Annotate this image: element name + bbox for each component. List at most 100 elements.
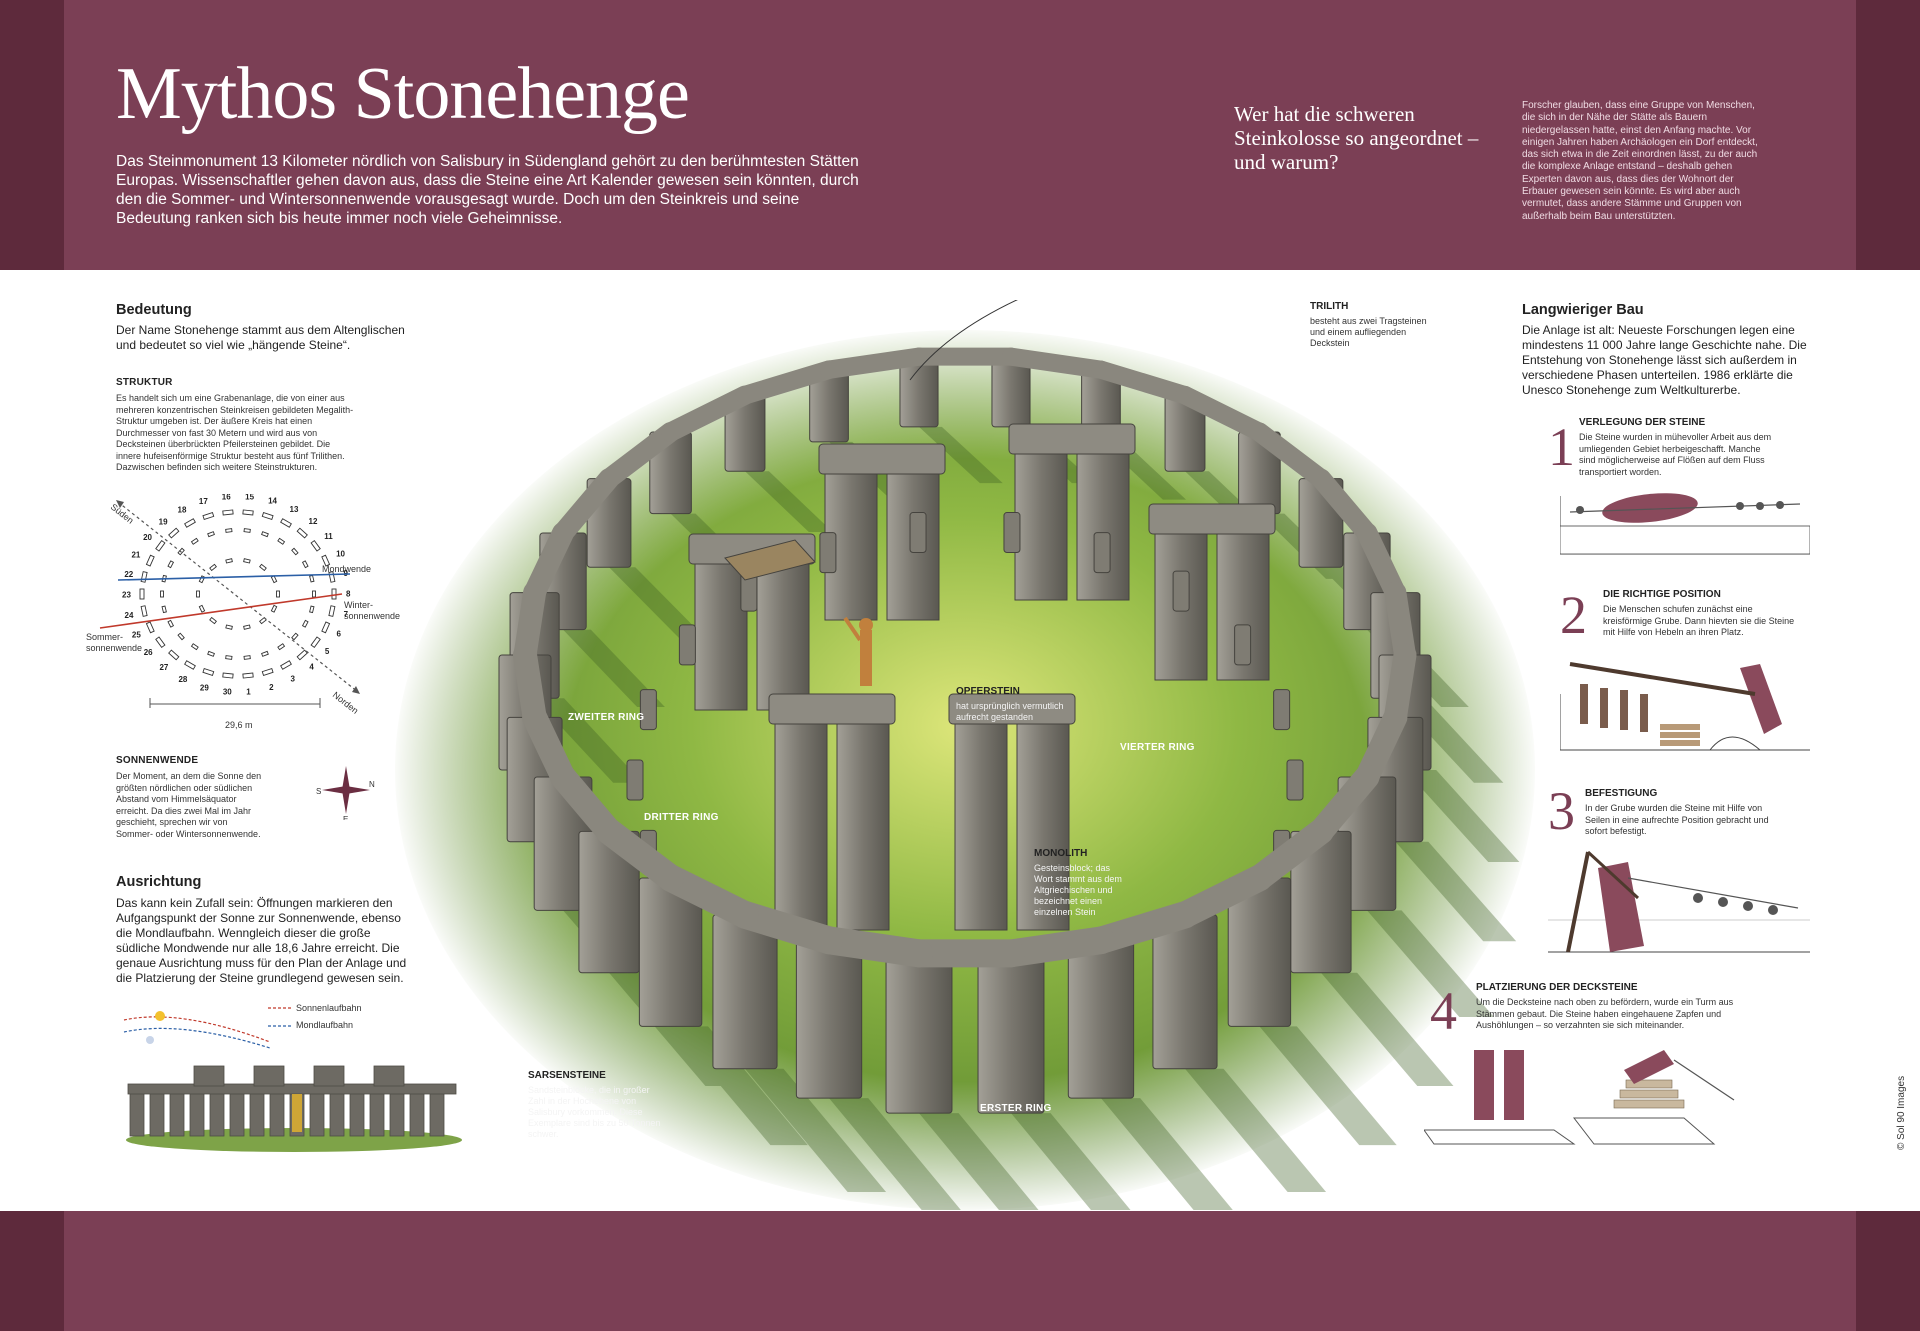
opferstein-body: hat ursprünglich vermutlich aufrecht ges… — [956, 701, 1064, 722]
plan-stone — [309, 605, 315, 614]
footer-band — [0, 1211, 1920, 1331]
step-2-illustration — [1560, 662, 1810, 751]
line-sonnenwende — [99, 593, 343, 629]
step-3-body: In der Grube wurden die Steine mit Hilfe… — [1585, 803, 1769, 836]
plan-number: 15 — [245, 494, 254, 501]
label-erster-ring: ERSTER RING — [980, 1103, 1052, 1114]
step-2-body: Die Menschen schufen zunächst eine kreis… — [1603, 604, 1795, 637]
plan-number: 3 — [290, 675, 295, 684]
plan-stone — [301, 560, 309, 569]
plan-stone — [225, 655, 233, 660]
mini-stonehenge-illustration — [126, 1065, 462, 1152]
plan-number: 8 — [346, 590, 351, 599]
sarsen-title: SARSENSTEINE — [528, 1070, 606, 1081]
label-winter: Winter- — [344, 600, 373, 610]
plan-number: 10 — [336, 550, 345, 559]
sarsen-stone — [885, 952, 953, 1114]
sonnenwende-title: SONNENWENDE — [116, 755, 199, 766]
plan-stone — [270, 575, 278, 584]
trilith — [948, 693, 1076, 931]
struktur-title: STRUKTUR — [116, 377, 173, 388]
ausrichtung-title: Ausrichtung — [116, 874, 202, 890]
plan-stone — [328, 605, 336, 617]
plan-stone — [291, 547, 299, 556]
plan-stone — [277, 537, 286, 545]
lintel-stone — [1001, 347, 1110, 379]
plan-stone — [225, 528, 233, 533]
bluestone — [909, 512, 927, 554]
plan-number: 29 — [200, 683, 209, 692]
inner-stones — [626, 423, 1304, 1048]
bluestone — [1273, 689, 1291, 731]
plan-stone — [202, 667, 215, 677]
lintel-stone — [819, 347, 929, 379]
sarsen-stone — [712, 914, 778, 1070]
lintel-stone — [1356, 522, 1406, 604]
plan-stone — [145, 621, 155, 634]
plan-stone — [291, 632, 299, 641]
struktur-body: Es handelt sich um eine Grabenanlage, di… — [116, 393, 354, 472]
legend-sonnenlaufbahn: Sonnenlaufbahn — [296, 1003, 362, 1013]
sarsen-stone — [1152, 914, 1218, 1070]
plan-number: 23 — [122, 590, 131, 599]
sarsen-stone — [977, 952, 1045, 1114]
plan-stone — [160, 590, 164, 598]
plan-number: 24 — [125, 611, 134, 620]
plan-stone — [145, 554, 155, 567]
plan-number: 21 — [131, 551, 140, 560]
step-1-illustration — [1560, 493, 1810, 555]
label-sommer: Sommer- — [86, 632, 123, 642]
plan-stone — [140, 605, 148, 617]
plan-stone — [277, 643, 286, 651]
label-norden: Norden — [331, 690, 360, 716]
monolith-title: MONOLITH — [1034, 848, 1088, 859]
plan-stone — [177, 632, 185, 641]
plan-stone — [140, 571, 148, 583]
plan-number: 2 — [269, 683, 274, 692]
plan-stone — [225, 558, 233, 564]
page-title: Mythos Stonehenge — [116, 53, 690, 135]
lintel-stone — [731, 900, 843, 955]
bluestone — [1286, 759, 1304, 801]
label-zweiter-ring: ZWEITER RING — [568, 712, 645, 723]
label-vierter-ring: VIERTER RING — [1120, 742, 1195, 753]
opferstein-stone — [724, 539, 816, 581]
plan-stone — [184, 518, 196, 528]
plan-stone — [222, 672, 234, 679]
lintel-stone — [656, 864, 759, 929]
plan-stone — [321, 554, 331, 567]
plan-stone — [261, 511, 274, 521]
plan-number: 6 — [337, 629, 342, 638]
step-2-number: 2 — [1560, 585, 1587, 645]
compass-e: E — [343, 815, 348, 820]
label-winter-2: sonnenwende — [344, 611, 400, 621]
plan-stone — [222, 509, 234, 516]
sarsen-body: Sandsteinblöcke, die in großer Zahl in d… — [528, 1085, 661, 1139]
outer-ring-front — [498, 581, 1432, 1114]
footer-strip-right — [1856, 1211, 1920, 1331]
lintel-stone — [599, 422, 681, 489]
question-body: Forscher glauben, dass eine Gruppe von M… — [1522, 100, 1758, 222]
plan-stone — [243, 528, 251, 533]
plan-stone — [261, 667, 274, 677]
stonehenge-scene — [395, 300, 1535, 1210]
arrow-norden-icon — [352, 686, 360, 694]
plan-number: 17 — [199, 497, 208, 506]
plan-stone — [207, 650, 215, 657]
header-strip-right — [1856, 0, 1920, 270]
bluestone — [819, 532, 837, 574]
step-1-title: VERLEGUNG DER STEINE — [1579, 417, 1706, 428]
monolith-body: Gesteinsblock; das Wort stammt aus dem A… — [1034, 863, 1122, 917]
plan-stone — [190, 537, 199, 545]
bluestone — [678, 624, 696, 666]
plan-stone — [301, 619, 309, 628]
plan-stone — [259, 563, 267, 572]
sarsen-stone — [795, 939, 863, 1099]
plan-stone — [242, 672, 254, 679]
label-dritter-ring: DRITTER RING — [644, 812, 719, 823]
plan-stone — [167, 619, 175, 628]
step-1-body: Die Steine wurden in mühevoller Arbeit a… — [1579, 432, 1772, 477]
bluestone — [626, 759, 644, 801]
plan-stone — [202, 511, 215, 521]
plan-stone — [261, 531, 269, 538]
